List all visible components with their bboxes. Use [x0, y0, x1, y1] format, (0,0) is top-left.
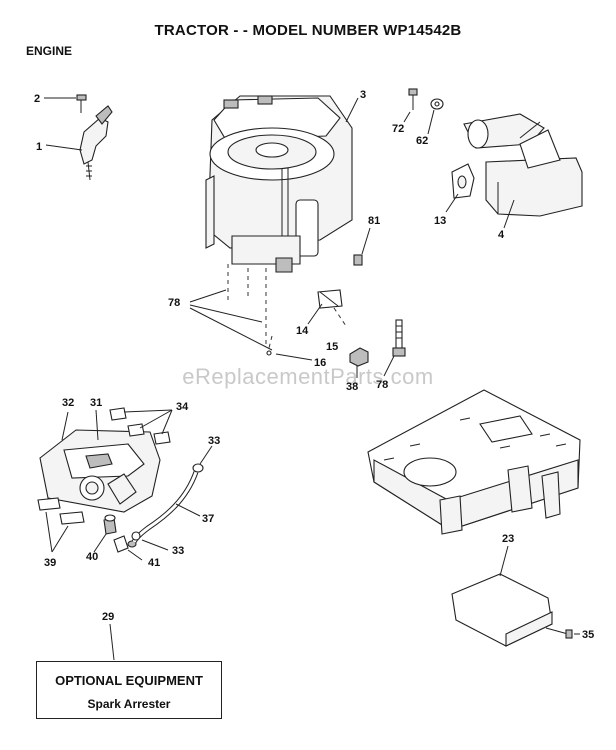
nut-81-part	[353, 254, 363, 266]
callout-40: 40	[86, 551, 98, 563]
callout-62: 62	[416, 135, 428, 147]
nut-38-part	[349, 347, 369, 367]
screw-part	[76, 94, 87, 113]
callout-3: 3	[360, 89, 366, 101]
callout-29: 29	[102, 611, 114, 623]
air-cleaner-part	[39, 429, 161, 513]
callout-37: 37	[202, 513, 214, 525]
section-label: ENGINE	[26, 44, 73, 58]
watermark: eReplacementParts.com	[182, 364, 434, 389]
callout-2: 2	[34, 93, 40, 105]
callout-31: 31	[90, 397, 102, 409]
callout-13: 13	[434, 215, 446, 227]
callout-78-upper: 78	[168, 297, 180, 309]
callout-15: 15	[326, 341, 338, 353]
precleaner-39-part	[37, 497, 85, 525]
filter-element-34-part	[109, 407, 171, 445]
optional-equipment-box: OPTIONAL EQUIPMENT Spark Arrester	[36, 661, 222, 719]
callout-14: 14	[296, 325, 309, 337]
callout-72: 72	[392, 123, 404, 135]
callout-1: 1	[36, 141, 42, 153]
exhaust-gasket-13-part	[451, 163, 475, 199]
bolt-part	[408, 88, 418, 110]
bolt-78-part	[392, 319, 406, 357]
chassis-frame-part	[367, 389, 581, 535]
callout-4: 4	[498, 229, 505, 241]
callout-33-upper: 33	[208, 435, 220, 447]
callout-32: 32	[62, 397, 74, 409]
callout-34: 34	[176, 401, 189, 413]
screw-35-part	[545, 627, 573, 639]
elbow-41-part	[113, 535, 137, 553]
callout-78-lower: 78	[376, 379, 388, 391]
heat-shield-23-part	[451, 573, 553, 647]
throttle-control-part	[79, 105, 113, 181]
page-title: TRACTOR - - MODEL NUMBER WP14542B	[154, 22, 462, 39]
engine-part	[205, 95, 353, 346]
gasket-62-part	[430, 98, 444, 110]
optional-equipment-item: Spark Arrester	[87, 697, 171, 711]
callout-38: 38	[346, 381, 358, 393]
callout-39: 39	[44, 557, 56, 569]
callout-35: 35	[582, 629, 594, 641]
callout-23: 23	[502, 533, 514, 545]
fitting-40-part	[103, 514, 117, 535]
optional-equipment-title: OPTIONAL EQUIPMENT	[55, 673, 203, 688]
clamp-33-part	[131, 463, 204, 541]
callout-16: 16	[314, 357, 326, 369]
muffler-part	[463, 113, 583, 217]
callout-41: 41	[148, 557, 160, 569]
spacer-part	[317, 289, 343, 309]
callout-81: 81	[368, 215, 380, 227]
callout-33-lower: 33	[172, 545, 184, 557]
